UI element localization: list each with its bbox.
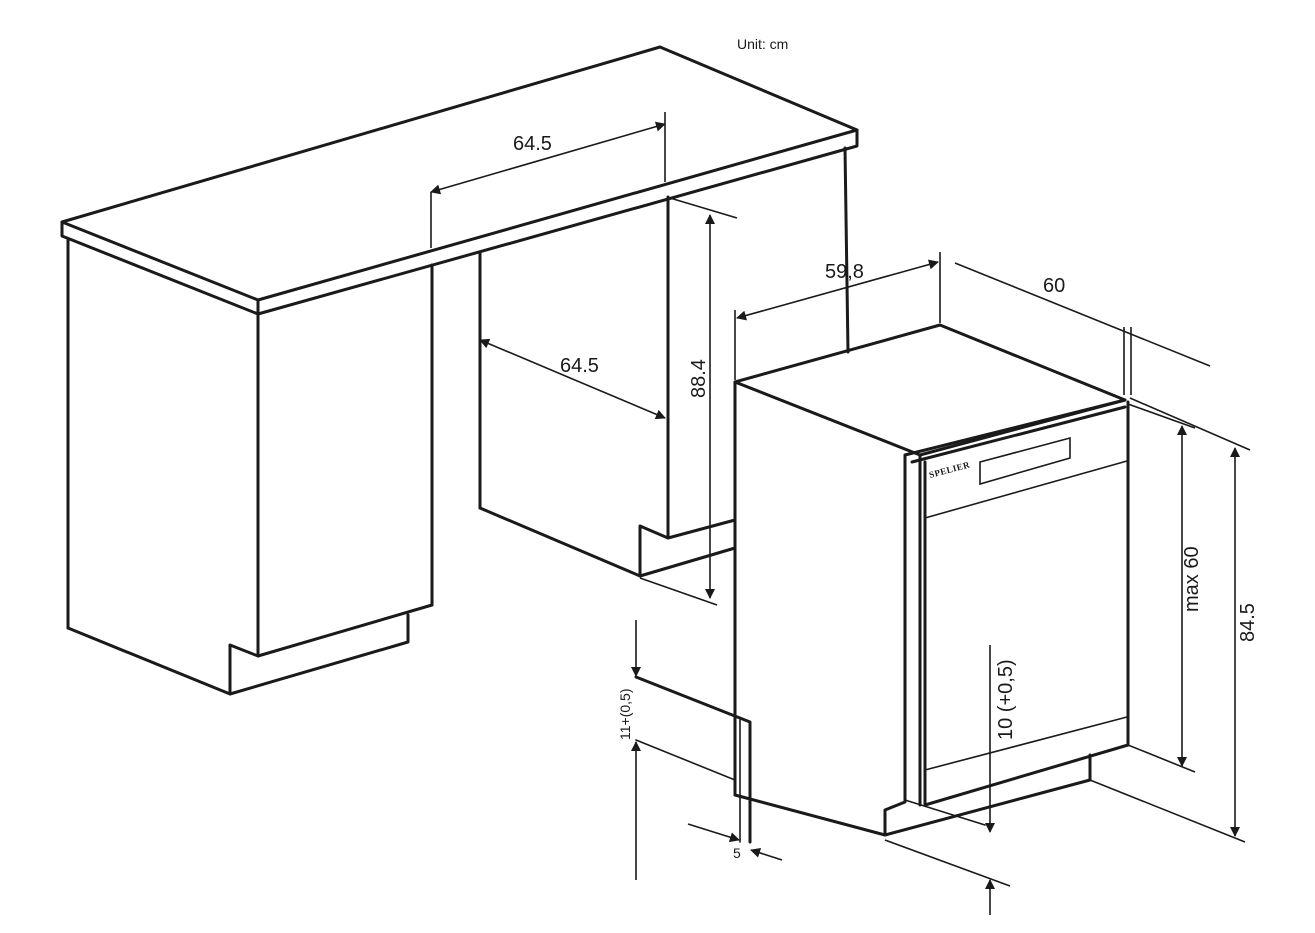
dim-plinth-height: 11+(0,5) xyxy=(617,620,641,880)
dim-foot-height: 10 (+0,5) xyxy=(884,645,1017,915)
dim-panel-height-label: max 60 xyxy=(1181,546,1203,612)
dim-appliance-height: 84.5 xyxy=(1089,397,1259,843)
dim-niche-depth-label: 64.5 xyxy=(560,355,599,377)
dim-appliance-depth-label: 60 xyxy=(1043,275,1065,297)
dim-niche-height: 88.4 xyxy=(639,197,738,606)
dim-appliance-width-label: 59,8 xyxy=(825,261,864,283)
plinth xyxy=(634,675,752,844)
dim-appliance-depth: 60 xyxy=(954,262,1211,395)
dim-counter-depth: 64.5 xyxy=(430,112,666,248)
left-cabinet xyxy=(66,238,434,696)
dim-plinth-depth-label: 5 xyxy=(733,845,741,861)
dim-plinth-depth: 5 xyxy=(687,823,783,861)
unit-label: Unit: cm xyxy=(737,36,788,52)
dim-counter-depth-label: 64.5 xyxy=(513,133,552,155)
dim-plinth-height-label: 11+(0,5) xyxy=(617,689,633,741)
countertop xyxy=(60,45,859,316)
dim-appliance-height-label: 84.5 xyxy=(1237,603,1259,642)
dim-appliance-width: 59,8 xyxy=(734,252,941,380)
dim-niche-depth: 64.5 xyxy=(479,338,666,420)
niche-cabinet xyxy=(478,146,850,578)
dim-panel-height: max 60 xyxy=(1127,403,1203,773)
dim-foot-height-label: 10 (+0,5) xyxy=(995,659,1017,740)
dishwasher: SPELIER xyxy=(733,323,1130,837)
dim-niche-height-label: 88.4 xyxy=(688,359,710,398)
brand-label: SPELIER xyxy=(928,459,971,480)
